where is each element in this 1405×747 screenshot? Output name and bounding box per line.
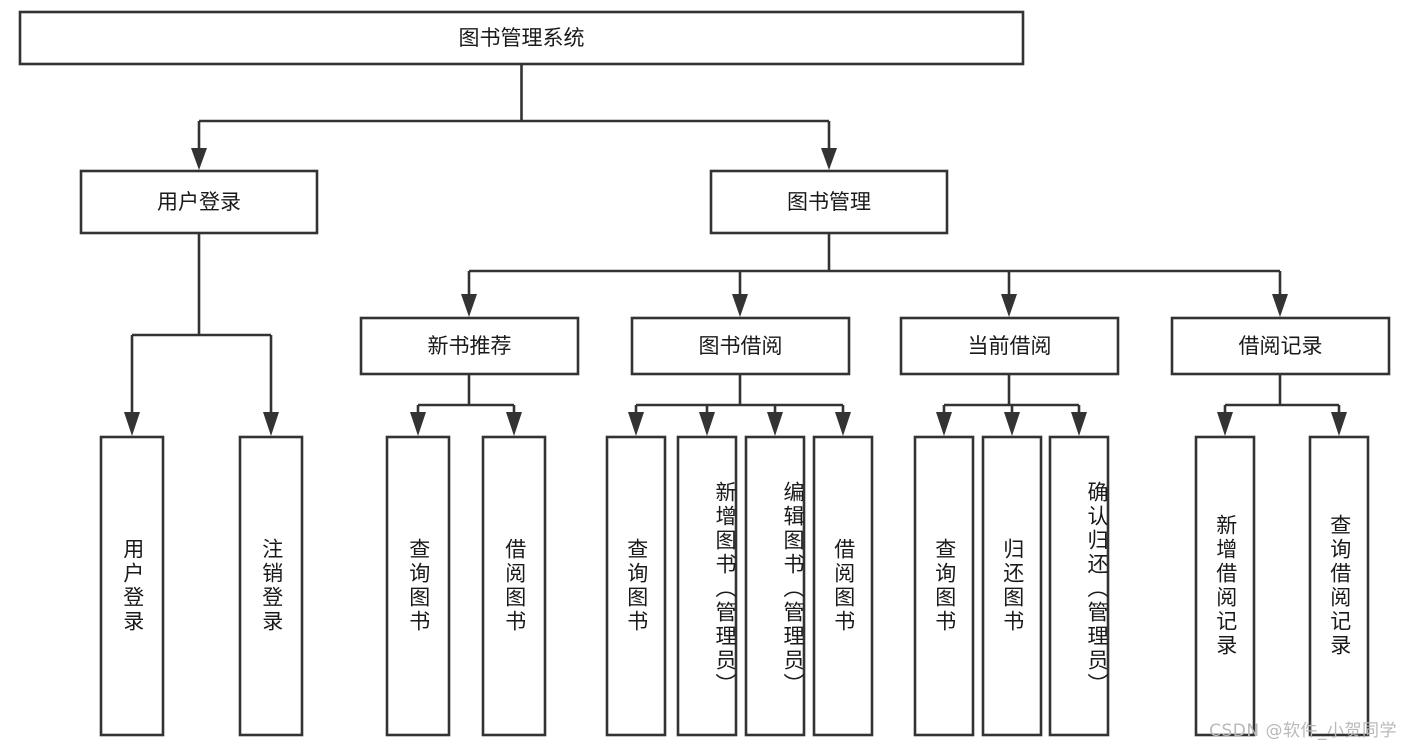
node-book-borrow[interactable]: 图书借阅: [630, 316, 851, 376]
leaf-return-book-box[interactable]: [981, 435, 1043, 737]
node-user-login-box[interactable]: [79, 169, 319, 235]
leaf-borrow-book-box[interactable]: [812, 435, 874, 737]
arrowhead-leaf-return-book: [1004, 412, 1020, 436]
node-root-box[interactable]: [18, 10, 1025, 66]
arrowhead-leaf-user-logout: [263, 412, 279, 436]
node-new-book-recommend-box[interactable]: [359, 316, 580, 376]
arrowhead-leaf-user-login: [124, 412, 140, 436]
node-new-book-recommend-label: 新书推荐: [428, 334, 512, 358]
node-book-manage-label: 图书管理: [787, 190, 871, 214]
node-root-label: 图书管理系统: [459, 26, 585, 50]
arrowhead-leaf-add-borrow-record: [1217, 412, 1233, 436]
arrowhead-leaf-query-borrow-record: [1331, 412, 1347, 436]
node-root[interactable]: 图书管理系统: [18, 10, 1025, 66]
leaf-query-book-borrow-box[interactable]: [605, 435, 667, 737]
node-borrow-record-box[interactable]: [1170, 316, 1391, 376]
leaf-borrow-book-rec-box[interactable]: [481, 435, 547, 737]
leaf-add-book-admin-box[interactable]: [676, 435, 738, 737]
node-current-borrow-label: 当前借阅: [968, 334, 1052, 358]
leaf-query-book-cur-box[interactable]: [913, 435, 975, 737]
arrowhead-new-book-recommend: [461, 294, 477, 317]
csdn-watermark: CSDN @软件_小贺同学: [1209, 721, 1397, 741]
arrowhead-leaf-query-book-borrow: [628, 412, 644, 436]
arrowhead-leaf-confirm-return-admin: [1071, 412, 1087, 436]
node-book-borrow-box[interactable]: [630, 316, 851, 376]
arrowhead-leaf-edit-book-admin: [767, 412, 783, 436]
leaf-box-layer: [99, 435, 1370, 737]
node-borrow-record-label: 借阅记录: [1239, 334, 1323, 358]
arrowhead-leaf-borrow-book-rec: [506, 412, 522, 436]
arrowhead-leaf-query-book-cur: [936, 412, 952, 436]
node-current-borrow-box[interactable]: [899, 316, 1120, 376]
leaf-query-borrow-record-box[interactable]: [1308, 435, 1370, 737]
leaf-add-borrow-record-box[interactable]: [1194, 435, 1256, 737]
leaf-user-logout-box[interactable]: [238, 435, 304, 737]
leaf-edit-book-admin-box[interactable]: [744, 435, 806, 737]
arrowhead-book-manage: [821, 148, 837, 170]
node-borrow-record[interactable]: 借阅记录: [1170, 316, 1391, 376]
arrowhead-leaf-borrow-book: [835, 412, 851, 436]
arrowhead-current-borrow: [1001, 294, 1017, 317]
node-book-manage[interactable]: 图书管理: [709, 169, 949, 235]
arrowhead-leaf-query-book-rec: [410, 412, 426, 436]
node-book-borrow-label: 图书借阅: [699, 334, 783, 358]
arrowhead-book-borrow: [732, 294, 748, 317]
node-user-login[interactable]: 用户登录: [79, 169, 319, 235]
node-new-book-recommend[interactable]: 新书推荐: [359, 316, 580, 376]
arrowhead-user-login: [191, 148, 207, 170]
arrowhead-borrow-record: [1272, 294, 1288, 317]
node-book-manage-box[interactable]: [709, 169, 949, 235]
connector-layer: [124, 64, 1347, 436]
leaf-confirm-return-admin-box[interactable]: [1048, 435, 1110, 737]
arrowhead-leaf-add-book-admin: [699, 412, 715, 436]
leaf-user-login-box[interactable]: [99, 435, 165, 737]
node-current-borrow[interactable]: 当前借阅: [899, 316, 1120, 376]
node-user-login-label: 用户登录: [157, 190, 241, 214]
leaf-query-book-rec-box[interactable]: [385, 435, 451, 737]
